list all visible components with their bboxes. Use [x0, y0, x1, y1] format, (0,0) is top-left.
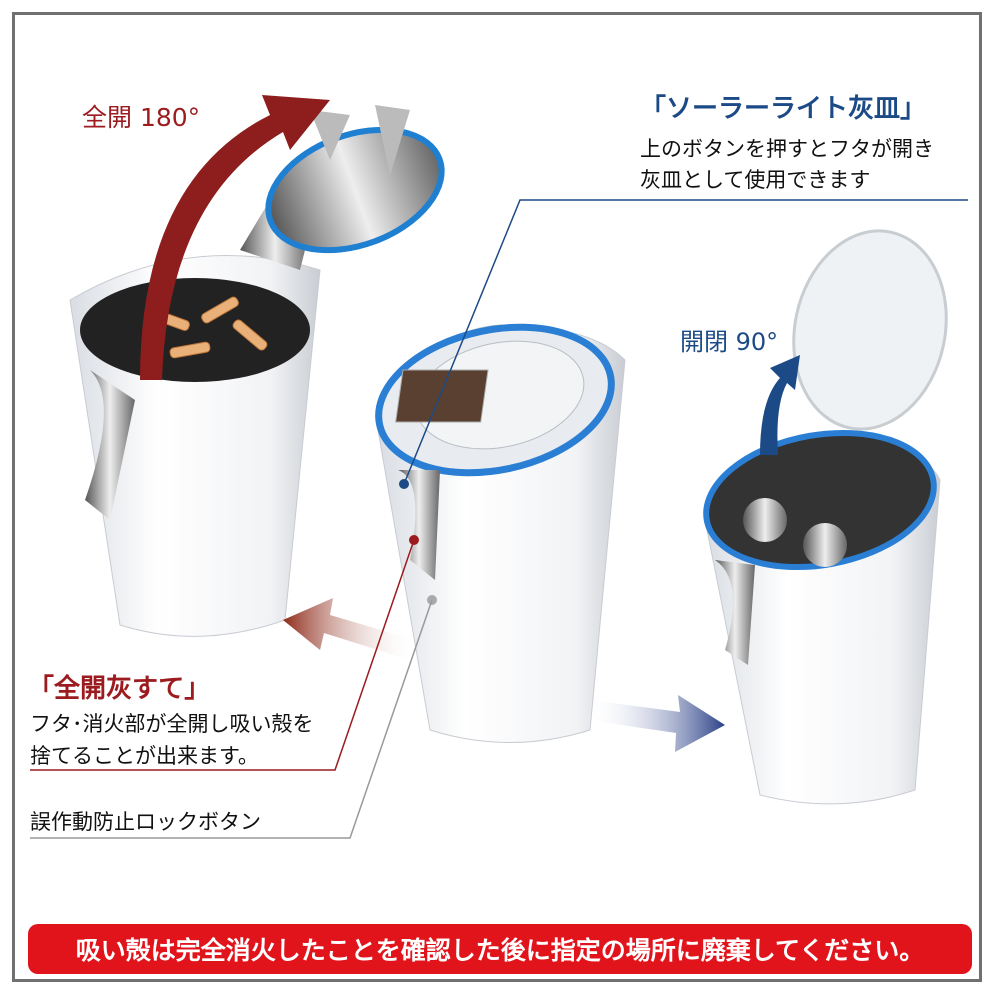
leader-full-open [30, 539, 415, 771]
lid-open-90 [792, 229, 948, 431]
solar-panel [395, 369, 489, 423]
warning-banner: 吸い殻は完全消火したことを確認した後に指定の場所に廃棄してください。 [28, 924, 972, 974]
rotate-180-arrow-icon [140, 95, 330, 380]
solar-desc-line1: 上のボタンを押すとフタが開き [640, 137, 934, 161]
solar-desc-line2: 灰皿として使用できます [640, 168, 871, 192]
lock-button-label: 誤作動防止ロックボタン [30, 810, 261, 834]
leader-solar [403, 199, 968, 485]
solar-title: 「ソーラーライト灰皿」 [640, 94, 927, 124]
lock-button [398, 470, 440, 580]
full-open-angle-label: 全開 180° [82, 103, 201, 132]
arrow-to-full-open-icon [283, 598, 415, 660]
leader-lock [30, 599, 433, 839]
full-open-desc-line2: 捨てることが出来ます。 [30, 744, 259, 768]
image-frame [12, 12, 982, 982]
open-angle-label: 開閉 90° [680, 328, 779, 356]
ashtray-closed [375, 323, 626, 743]
ashtray-full-open [69, 105, 445, 637]
lock-button [85, 370, 135, 520]
full-open-desc-line1: フタ･消火部が全開し吸い殻を [30, 712, 314, 736]
rotate-90-arrow-icon [760, 355, 800, 455]
lock-button [715, 560, 755, 665]
ash-chamber [80, 278, 310, 382]
ashtray-open-90 [703, 229, 948, 805]
full-open-title: 「全開灰すて」 [28, 674, 211, 704]
arrow-to-open-icon [588, 695, 725, 752]
